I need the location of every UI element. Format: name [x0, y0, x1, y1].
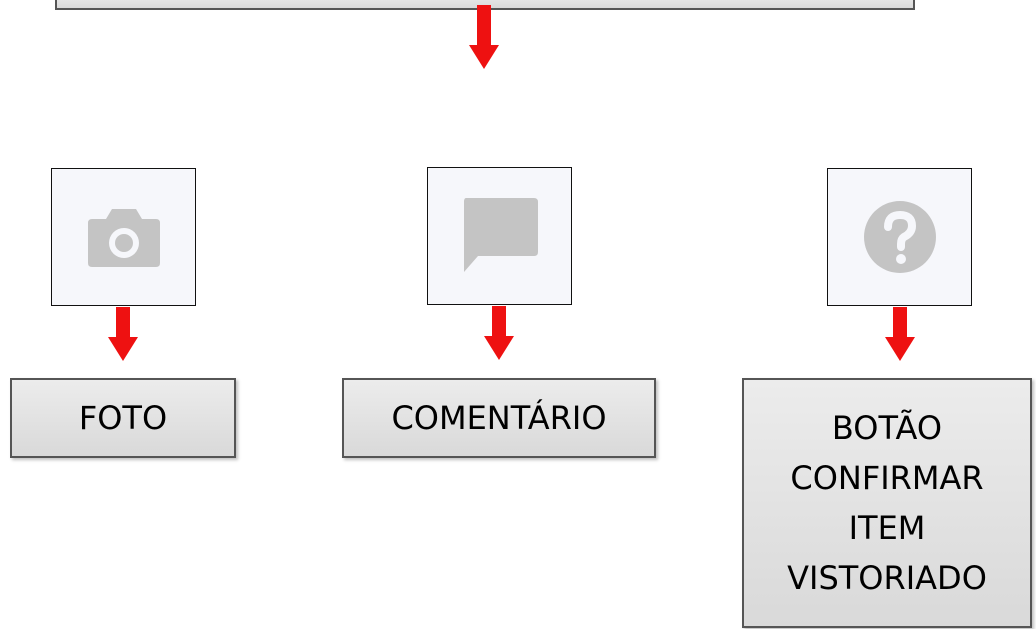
comment-icon-box[interactable] [427, 167, 572, 305]
photo-label: FOTO [78, 399, 168, 437]
confirm-label-box: BOTÃO CONFIRMAR ITEM VISTORIADO [742, 378, 1032, 628]
comment-icon [463, 198, 538, 272]
help-icon-box[interactable] [827, 168, 972, 306]
comment-label: COMENTÁRIO [391, 399, 607, 437]
confirm-label: BOTÃO CONFIRMAR ITEM VISTORIADO [787, 409, 987, 597]
photo-icon-box[interactable] [51, 168, 196, 306]
photo-label-box: FOTO [10, 378, 236, 458]
camera-icon [87, 209, 160, 267]
comment-label-box: COMENTÁRIO [342, 378, 656, 458]
help-icon [863, 201, 936, 273]
